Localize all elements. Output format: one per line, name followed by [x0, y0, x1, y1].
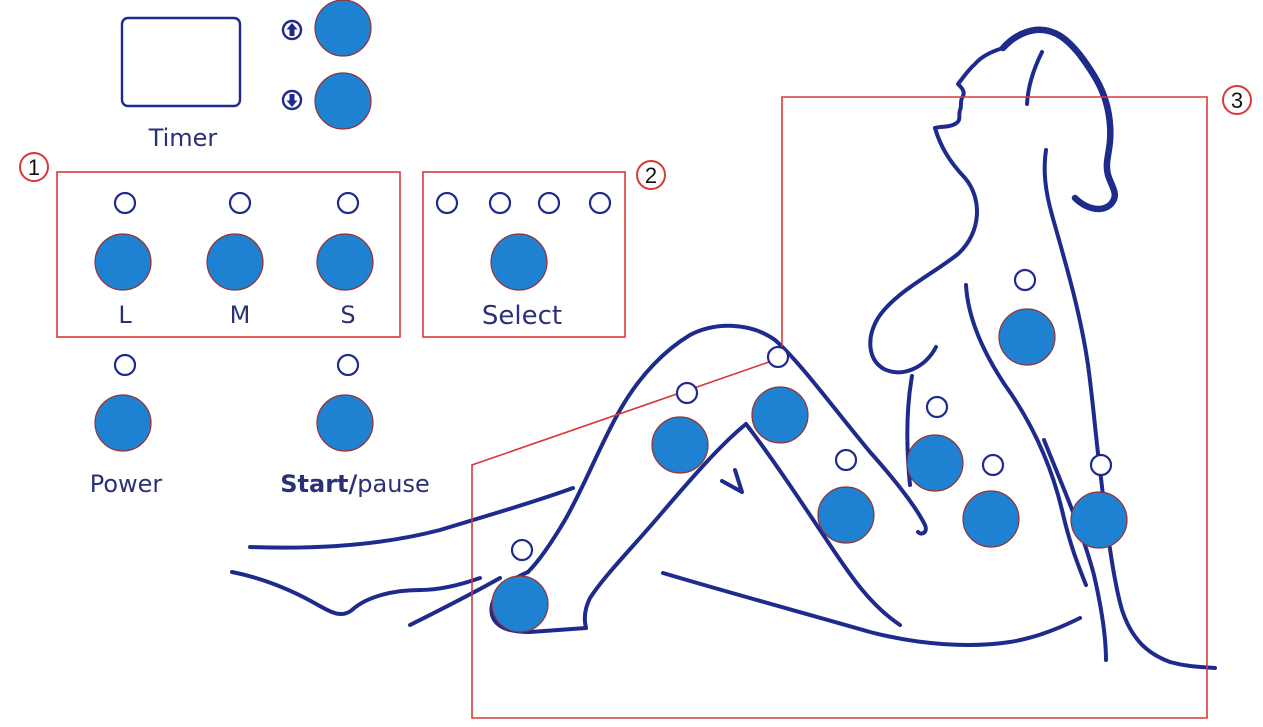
section-2-number: 2 — [645, 163, 657, 188]
section-2-mode: Select — [435, 191, 612, 331]
select-label: Select — [482, 301, 562, 331]
section-3-body-zones — [491, 268, 1128, 633]
seat-line — [661, 571, 1082, 647]
section-1-number-ring — [19, 152, 49, 182]
jaw-line — [1025, 50, 1044, 106]
power-control: Power — [90, 353, 163, 498]
zone-thigh-button[interactable] — [817, 486, 875, 544]
zone-lower-back-button[interactable] — [1070, 491, 1128, 549]
start-pause-button[interactable] — [316, 394, 374, 452]
start-pause-indicator — [336, 353, 360, 377]
zone-abdomen-button[interactable] — [906, 434, 964, 492]
section-2-frame — [422, 171, 626, 338]
shin-front-line — [526, 333, 692, 574]
section-3-frame — [471, 96, 1208, 719]
extended-leg-under-line — [408, 576, 502, 627]
select-button[interactable] — [490, 233, 548, 291]
arm-front-line — [964, 283, 1088, 587]
timer-label: Timer — [148, 124, 218, 152]
power-button[interactable] — [94, 394, 152, 452]
zone-abdomen-indicator — [925, 395, 949, 419]
face-profile — [933, 46, 1005, 130]
timer-up-button[interactable] — [314, 0, 372, 57]
intensity-m-indicator — [228, 191, 252, 215]
intensity-l-button[interactable] — [94, 233, 152, 291]
knee-crease — [720, 468, 744, 494]
timer-down-button[interactable] — [314, 72, 372, 130]
intensity-s-label: S — [340, 301, 355, 329]
intensity-s-indicator — [336, 191, 360, 215]
section-2-number-badge: 2 — [636, 160, 666, 190]
zone-upper-body-indicator — [1013, 268, 1037, 292]
intensity-m-label: M — [230, 301, 251, 329]
zone-lower-back-indicator — [1089, 453, 1113, 477]
section-1-frame — [56, 171, 401, 338]
arrow-down-icon — [281, 89, 303, 111]
zone-knee-button[interactable] — [751, 386, 809, 444]
start-pause-control: Start/pause — [280, 353, 430, 498]
thigh-under-line — [744, 422, 902, 627]
mode-indicator-3 — [537, 191, 561, 215]
zone-shin-button[interactable] — [651, 416, 709, 474]
intensity-m-button[interactable] — [206, 233, 264, 291]
arm-back-line — [1042, 438, 1108, 662]
start-pause-label-bold: Start/ — [280, 470, 357, 498]
section-1-number-badge: 1 — [19, 152, 49, 182]
section-2-number-ring — [636, 160, 666, 190]
zone-hip-button[interactable] — [962, 490, 1020, 548]
zone-foot-indicator — [510, 538, 534, 562]
zone-thigh-indicator — [834, 448, 858, 472]
timer-group: Timer — [120, 0, 372, 152]
extended-leg-top-line — [248, 486, 575, 550]
arrow-down-icon-glyph — [286, 94, 298, 107]
zone-shin-indicator — [675, 381, 699, 405]
power-indicator — [113, 353, 137, 377]
back-outline — [1050, 213, 1217, 670]
zone-foot-button[interactable] — [491, 575, 549, 633]
intensity-s-button[interactable] — [316, 233, 374, 291]
mode-indicator-4 — [588, 191, 612, 215]
section-1-intensity: L M S — [94, 191, 374, 329]
neck-back-line — [1042, 148, 1054, 217]
zone-knee-indicator — [766, 345, 790, 369]
power-label: Power — [90, 470, 163, 498]
chest-outline — [868, 126, 979, 375]
body-silhouette — [230, 26, 1217, 670]
section-3-number-ring — [1222, 85, 1252, 115]
start-pause-label: Start/pause — [280, 470, 429, 498]
section-3-number: 3 — [1231, 88, 1243, 113]
start-pause-label-regular: pause — [357, 470, 429, 498]
zone-hip-indicator — [981, 453, 1005, 477]
timer-display — [120, 16, 242, 108]
arrow-up-icon — [281, 19, 303, 41]
mode-indicator-1 — [435, 191, 459, 215]
mode-indicator-2 — [488, 191, 512, 215]
thigh-top-line — [688, 323, 928, 536]
section-3-number-badge: 3 — [1222, 85, 1252, 115]
intensity-l-label: L — [118, 301, 132, 329]
arrow-up-icon-glyph — [286, 23, 298, 36]
calf-back-line — [582, 422, 748, 630]
section-1-number: 1 — [28, 155, 40, 180]
extended-leg-sole-line — [230, 570, 482, 617]
zone-upper-body-button[interactable] — [998, 308, 1056, 366]
intensity-l-indicator — [113, 191, 137, 215]
hair-outline — [999, 26, 1119, 213]
